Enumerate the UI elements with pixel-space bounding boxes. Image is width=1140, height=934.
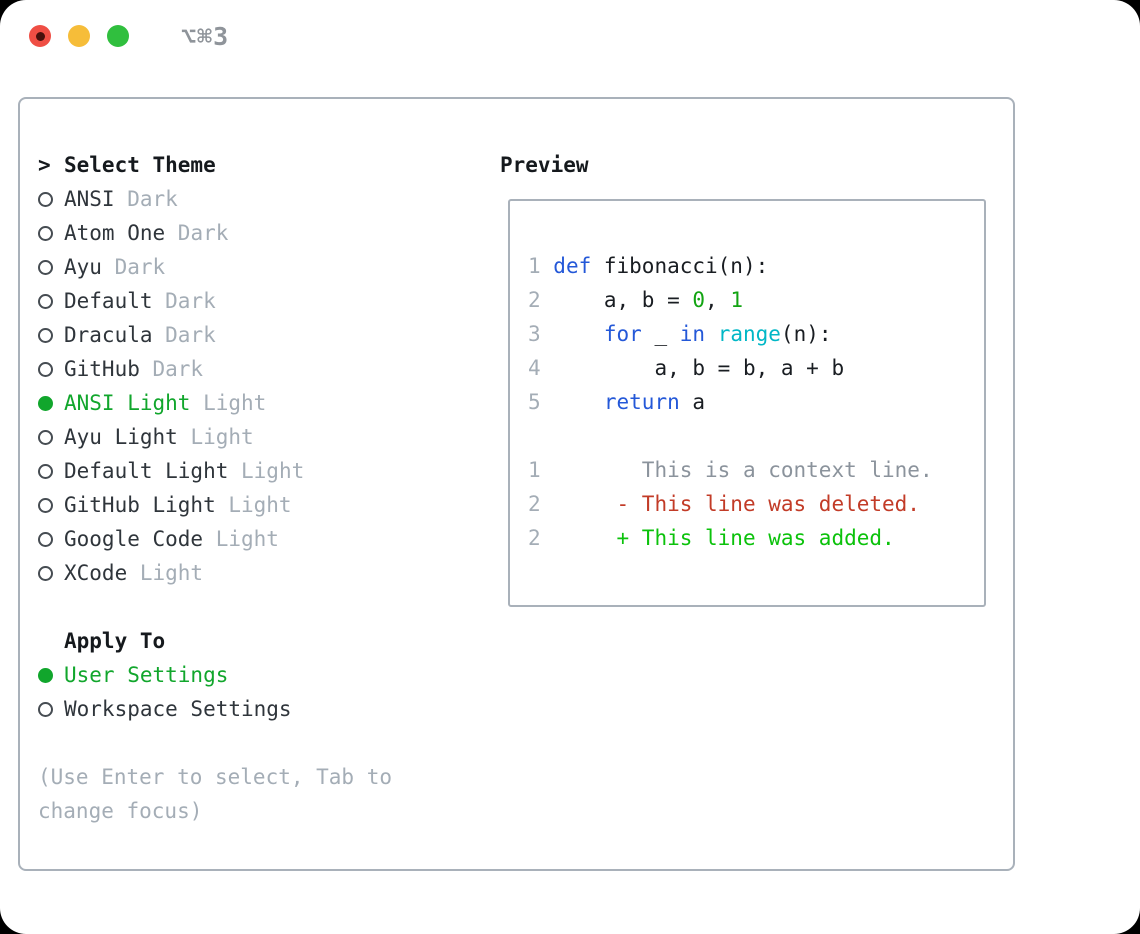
code-line: 2 - This line was deleted. (528, 492, 920, 516)
apply-option-label: Workspace Settings (64, 697, 292, 721)
close-button[interactable] (29, 25, 51, 47)
theme-name: Atom One (64, 221, 166, 245)
radio-icon (38, 565, 53, 581)
theme-name: Ayu (64, 255, 102, 279)
radio-icon (38, 225, 53, 241)
theme-variant: Dark (165, 289, 216, 313)
code-line: 1 def fibonacci(n): (528, 254, 769, 278)
theme-name: GitHub Light (64, 493, 216, 517)
select-theme-header: > Select Theme (38, 148, 500, 182)
radio-icon (38, 463, 53, 479)
code-line: 2 + This line was added. (528, 526, 895, 550)
apply-option-user-settings[interactable]: User Settings (38, 658, 500, 692)
preview-title: Preview (500, 153, 589, 177)
close-dot-icon (35, 31, 45, 41)
select-theme-title: Select Theme (64, 153, 216, 177)
code-line: 2 a, b = 0, 1 (528, 288, 743, 312)
theme-option-default-light[interactable]: Default Light Light (38, 454, 500, 488)
help-text: (Use Enter to select, Tab to change focu… (38, 765, 393, 823)
code-line: 5 return a (528, 390, 706, 414)
theme-option-atom-one[interactable]: Atom One Dark (38, 216, 500, 250)
theme-option-dracula[interactable]: Dracula Dark (38, 318, 500, 352)
focus-caret-icon: > (38, 153, 51, 177)
theme-variant: Dark (177, 221, 229, 245)
theme-name: Google Code (64, 527, 204, 551)
titlebar: ⌥⌘3 (0, 0, 1140, 72)
code-line: 3 for _ in range(n): (528, 322, 832, 346)
theme-name: Default Light (64, 459, 229, 483)
minimize-button[interactable] (68, 25, 90, 47)
radio-icon (38, 327, 53, 343)
theme-variant: Light (190, 425, 254, 449)
code-line (528, 419, 984, 453)
theme-option-xcode[interactable]: XCode Light (38, 556, 500, 590)
apply-to-title: Apply To (64, 629, 166, 653)
theme-name: ANSI Light (64, 391, 191, 415)
traffic-lights (29, 25, 129, 47)
radio-icon (38, 191, 53, 207)
theme-option-ayu[interactable]: Ayu Dark (38, 250, 500, 284)
theme-option-github[interactable]: GitHub Dark (38, 352, 500, 386)
code-line: 4 a, b = b, a + b (528, 356, 845, 380)
apply-option-workspace-settings[interactable]: Workspace Settings (38, 692, 500, 726)
radio-icon (38, 497, 53, 513)
radio-icon (38, 531, 53, 547)
theme-variant: Dark (114, 255, 166, 279)
zoom-button[interactable] (107, 25, 129, 47)
theme-variant: Dark (152, 357, 204, 381)
radio-icon (38, 429, 53, 445)
theme-variant: Light (139, 561, 204, 585)
preview-box: 1 def fibonacci(n): 2 a, b = 0, 1 3 for _ … (508, 199, 986, 607)
theme-name: XCode (64, 561, 128, 585)
theme-name: Default (64, 289, 153, 313)
preview-panel: Preview 1 def fibonacci(n): 2 a, b = 0, 1… (500, 148, 1013, 869)
theme-name: Ayu Light (64, 425, 178, 449)
theme-name: GitHub (64, 357, 140, 381)
window-title-shortcut: ⌥⌘3 (181, 21, 230, 51)
code-line: 1 This is a context line. (528, 458, 933, 482)
radio-icon (38, 293, 53, 309)
theme-variant: Dark (127, 187, 178, 211)
theme-option-google-code[interactable]: Google Code Light (38, 522, 500, 556)
theme-variant: Light (241, 459, 305, 483)
theme-name: ANSI (64, 187, 115, 211)
theme-variant: Dark (165, 323, 216, 347)
radio-icon (38, 259, 53, 275)
theme-name: Dracula (64, 323, 153, 347)
theme-option-ansi[interactable]: ANSI Dark (38, 182, 500, 216)
apply-option-label: User Settings (64, 663, 229, 687)
theme-option-default[interactable]: Default Dark (38, 284, 500, 318)
theme-variant: Light (228, 493, 292, 517)
preview-code: 1 def fibonacci(n): 2 a, b = 0, 1 3 for _ … (528, 249, 984, 555)
radio-selected-icon (38, 395, 53, 411)
apply-to-header: Apply To (38, 624, 500, 658)
radio-icon (38, 361, 53, 377)
theme-option-ayu-light[interactable]: Ayu Light Light (38, 420, 500, 454)
theme-option-github-light[interactable]: GitHub Light Light (38, 488, 500, 522)
theme-option-ansi-light[interactable]: ANSI Light Light (38, 386, 500, 420)
theme-variant: Light (203, 391, 267, 415)
radio-selected-icon (38, 667, 53, 683)
radio-icon (38, 701, 53, 717)
theme-variant: Light (215, 527, 279, 551)
